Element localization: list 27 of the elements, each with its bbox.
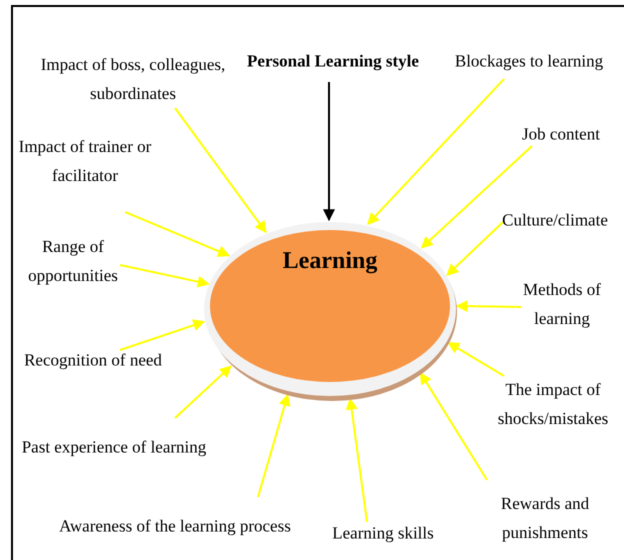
factor-label: Methods of learning: [512, 276, 612, 334]
factor-label: Learning skills: [323, 520, 443, 548]
factor-label: Job content: [511, 120, 611, 150]
factor-label: Awareness of the learning process: [45, 512, 305, 542]
factor-label: Blockages to learning: [434, 48, 624, 76]
factor-label: Past experience of learning: [9, 434, 219, 462]
arrow: [446, 221, 504, 276]
arrow: [346, 398, 368, 522]
factor-label: Impact of trainer or facilitator: [15, 133, 155, 191]
factor-label: Culture/climate: [490, 206, 620, 236]
arrow: [124, 211, 230, 257]
arrow: [323, 82, 335, 222]
arrow: [174, 365, 232, 419]
factor-label: Rewards and punishments: [485, 490, 605, 548]
factor-label: Range of opportunities: [18, 233, 128, 291]
factor-label: Recognition of need: [13, 346, 173, 376]
arrow: [257, 394, 290, 498]
arrow: [174, 107, 267, 234]
arrow: [420, 145, 533, 249]
arrow: [420, 372, 488, 481]
node-label: Learning: [282, 248, 378, 275]
factor-label: The impact of shocks/mistakes: [488, 376, 618, 434]
arrow: [456, 300, 522, 312]
arrow: [120, 319, 206, 351]
arrow: [120, 264, 210, 288]
arrow: [447, 342, 505, 377]
arrow: [367, 78, 505, 225]
